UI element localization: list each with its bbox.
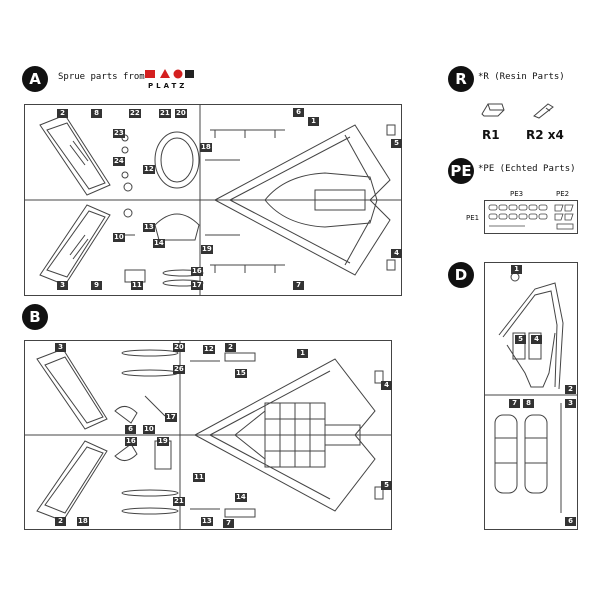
section-b-badge: B	[22, 304, 48, 330]
part-number: 16	[125, 437, 137, 446]
pe3-label: PE3	[510, 190, 524, 198]
part-number: 1	[297, 349, 308, 358]
platz-logo-word: PLATZ	[148, 82, 188, 90]
sprue-a-drawing	[25, 105, 401, 295]
part-number: 21	[173, 497, 185, 506]
section-pe-badge: PE	[448, 158, 474, 184]
part-number: 24	[113, 157, 125, 166]
part-number: 19	[157, 437, 169, 446]
part-number: 5	[391, 139, 402, 148]
part-number: 7	[293, 281, 304, 290]
part-number: 2	[565, 385, 576, 394]
part-number: 22	[129, 109, 141, 118]
part-number: 9	[91, 281, 102, 290]
part-number: 8	[523, 399, 534, 408]
section-a-badge: A	[22, 66, 48, 92]
part-number: 1	[511, 265, 522, 274]
section-d-badge: D	[448, 262, 474, 288]
sprue-d-frame: 1 5 4 2 7 8 3 6	[484, 262, 578, 530]
part-number: 3	[565, 399, 576, 408]
part-number: 1	[308, 117, 319, 126]
sprue-b-drawing	[25, 341, 391, 529]
section-r-badge: R	[448, 66, 474, 92]
part-number: 11	[131, 281, 143, 290]
part-number: 20	[173, 343, 185, 352]
part-number: 17	[191, 281, 203, 290]
part-number: 10	[113, 233, 125, 242]
part-number: 4	[381, 381, 392, 390]
pe1-label: PE1	[466, 214, 480, 222]
part-number: 3	[57, 281, 68, 290]
sprue-b-frame: 3 20 12 2 1 4 26 15 6 10 17 11 13 14 5 2…	[24, 340, 392, 530]
part-number: 13	[201, 517, 213, 526]
part-number: 23	[113, 129, 125, 138]
part-number: 17	[165, 413, 177, 422]
section-r-caption: *R (Resin Parts)	[478, 72, 565, 82]
part-number: 19	[201, 245, 213, 254]
part-number: 4	[391, 249, 402, 258]
part-number: 6	[565, 517, 576, 526]
sprue-a-frame: 2 8 6 1 5 3 9 7 4 22 21 20 23 24 12 18 1…	[24, 104, 402, 296]
part-number: 10	[143, 425, 155, 434]
sprue-d-drawing	[485, 272, 577, 513]
pe2-label: PE2	[556, 190, 570, 198]
section-a-caption: Sprue parts from	[58, 72, 145, 82]
resin-part-r2-label: R2 x4	[526, 128, 564, 142]
photo-etch-parts-drawing	[488, 204, 574, 230]
part-number: 6	[293, 108, 304, 117]
platz-logo	[145, 68, 195, 80]
part-number: 14	[153, 239, 165, 248]
part-number: 15	[235, 369, 247, 378]
part-number: 18	[77, 517, 89, 526]
part-number: 2	[55, 517, 66, 526]
part-number: 7	[223, 519, 234, 528]
part-number: 2	[57, 109, 68, 118]
part-number: 7	[509, 399, 520, 408]
part-number: 5	[515, 335, 526, 344]
part-number: 21	[159, 109, 171, 118]
section-pe-caption: *PE (Echted Parts)	[478, 164, 576, 174]
part-number: 8	[91, 109, 102, 118]
part-number: 2	[225, 343, 236, 352]
part-number: 14	[235, 493, 247, 502]
platz-logo-icon	[145, 69, 194, 79]
part-number: 11	[193, 473, 205, 482]
resin-part-r2-icon	[533, 103, 554, 119]
part-number: 20	[175, 109, 187, 118]
part-number: 4	[531, 335, 542, 344]
part-number: 6	[125, 425, 136, 434]
part-number: 26	[173, 365, 185, 374]
resin-part-r1-icon	[481, 103, 505, 117]
part-number: 16	[191, 267, 203, 276]
part-number: 12	[143, 165, 155, 174]
part-number: 3	[55, 343, 66, 352]
part-number: 5	[381, 481, 392, 490]
part-number: 12	[203, 345, 215, 354]
part-number: 13	[143, 223, 155, 232]
part-number: 18	[200, 143, 212, 152]
photo-etch-fret	[484, 200, 578, 234]
resin-part-r1-label: R1	[482, 128, 500, 142]
